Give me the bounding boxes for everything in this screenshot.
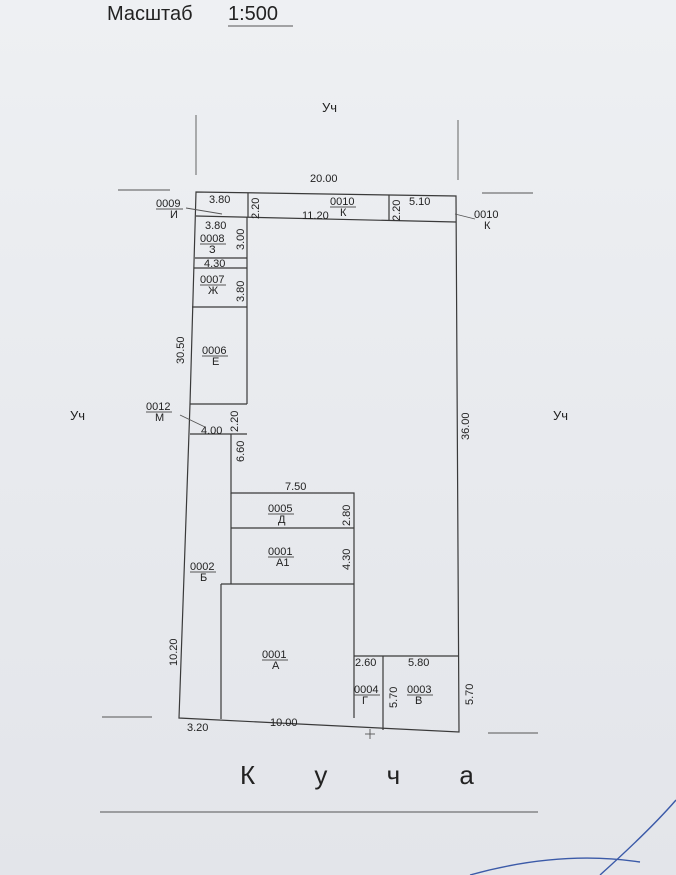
street-label: К у ч а: [240, 760, 500, 790]
i-leader: [185, 207, 223, 215]
code-k2-num: 0010: [474, 209, 498, 221]
neighbor-west: Уч: [70, 408, 85, 423]
code-a-num: 0001: [262, 649, 286, 661]
code-z-num: 0008: [200, 233, 224, 245]
code-e-num: 0006: [202, 345, 226, 357]
code-g-letter: Г: [362, 695, 368, 707]
parcel-boundary: [178, 191, 460, 733]
central-block: [230, 434, 355, 718]
code-e-letter: Е: [212, 356, 219, 368]
dim-gap-h: 6.60: [235, 441, 247, 462]
dim-right: 36.00: [460, 412, 472, 440]
dim-zh-w: 4.30: [204, 258, 225, 270]
neighbor-east: Уч: [553, 408, 568, 423]
code-i-num: 0009: [156, 198, 180, 210]
m-leader: [179, 414, 206, 428]
code-b-letter: Б: [200, 572, 207, 584]
dim-bottom: 10.00: [270, 717, 298, 729]
dim-m-h: 2.20: [229, 411, 241, 432]
code-i-letter: И: [170, 209, 178, 221]
dim-right-lower: 5.70: [464, 684, 476, 705]
code-k-letter: К: [340, 207, 347, 219]
dim-k-h: 2.20: [391, 200, 403, 221]
code-b-num: 0002: [190, 561, 214, 573]
dim-k-w: 11.20: [302, 210, 329, 222]
dim-left-upper: 30.50: [175, 336, 187, 364]
code-g-num: 0004: [354, 684, 378, 696]
dim-g-w: 2.60: [355, 657, 376, 669]
dim-v-w: 5.80: [408, 657, 429, 669]
dim-i-h: 2.20: [250, 198, 262, 219]
dim-d-w: 7.50: [285, 481, 306, 493]
code-m-letter: М: [155, 412, 164, 424]
dim-z-w: 3.80: [205, 220, 226, 232]
code-zh-letter: Ж: [208, 285, 218, 297]
code-v-letter: В: [415, 695, 422, 707]
code-v-num: 0003: [407, 684, 431, 696]
code-k-num: 0010: [330, 196, 354, 208]
dim-d-h: 2.80: [341, 505, 353, 526]
dim-z-h: 3.00: [235, 229, 247, 250]
dim-bottom-left: 3.20: [187, 722, 208, 734]
dim-g-h: 5.70: [388, 687, 400, 708]
dim-i-w: 3.80: [209, 194, 230, 206]
ink-signature: [469, 799, 676, 875]
code-m-num: 0012: [146, 401, 170, 413]
code-z-letter: З: [209, 244, 216, 256]
dim-top: 20.00: [310, 173, 338, 185]
code-d-num: 0005: [268, 503, 292, 515]
scale-label: Масштаб: [107, 3, 193, 25]
dim-left-lower: 10.20: [168, 638, 180, 666]
neighbor-north: Уч: [322, 100, 337, 115]
dim-a1-h: 4.30: [341, 549, 353, 570]
code-k2-letter: К: [484, 220, 491, 232]
dim-zh-h: 3.80: [235, 281, 247, 302]
dim-m-w: 4.00: [201, 425, 222, 437]
code-d-letter: Д: [278, 514, 286, 526]
code-a1-num: 0001: [268, 546, 292, 558]
scale-value: 1:500: [228, 3, 278, 25]
dim-k-w2: 5.10: [409, 196, 430, 208]
code-a-letter: А: [272, 660, 280, 672]
top-strip-line: [195, 215, 457, 223]
code-zh-num: 0007: [200, 274, 224, 286]
k-leader: [454, 213, 476, 220]
code-a1-letter: А1: [276, 557, 289, 569]
